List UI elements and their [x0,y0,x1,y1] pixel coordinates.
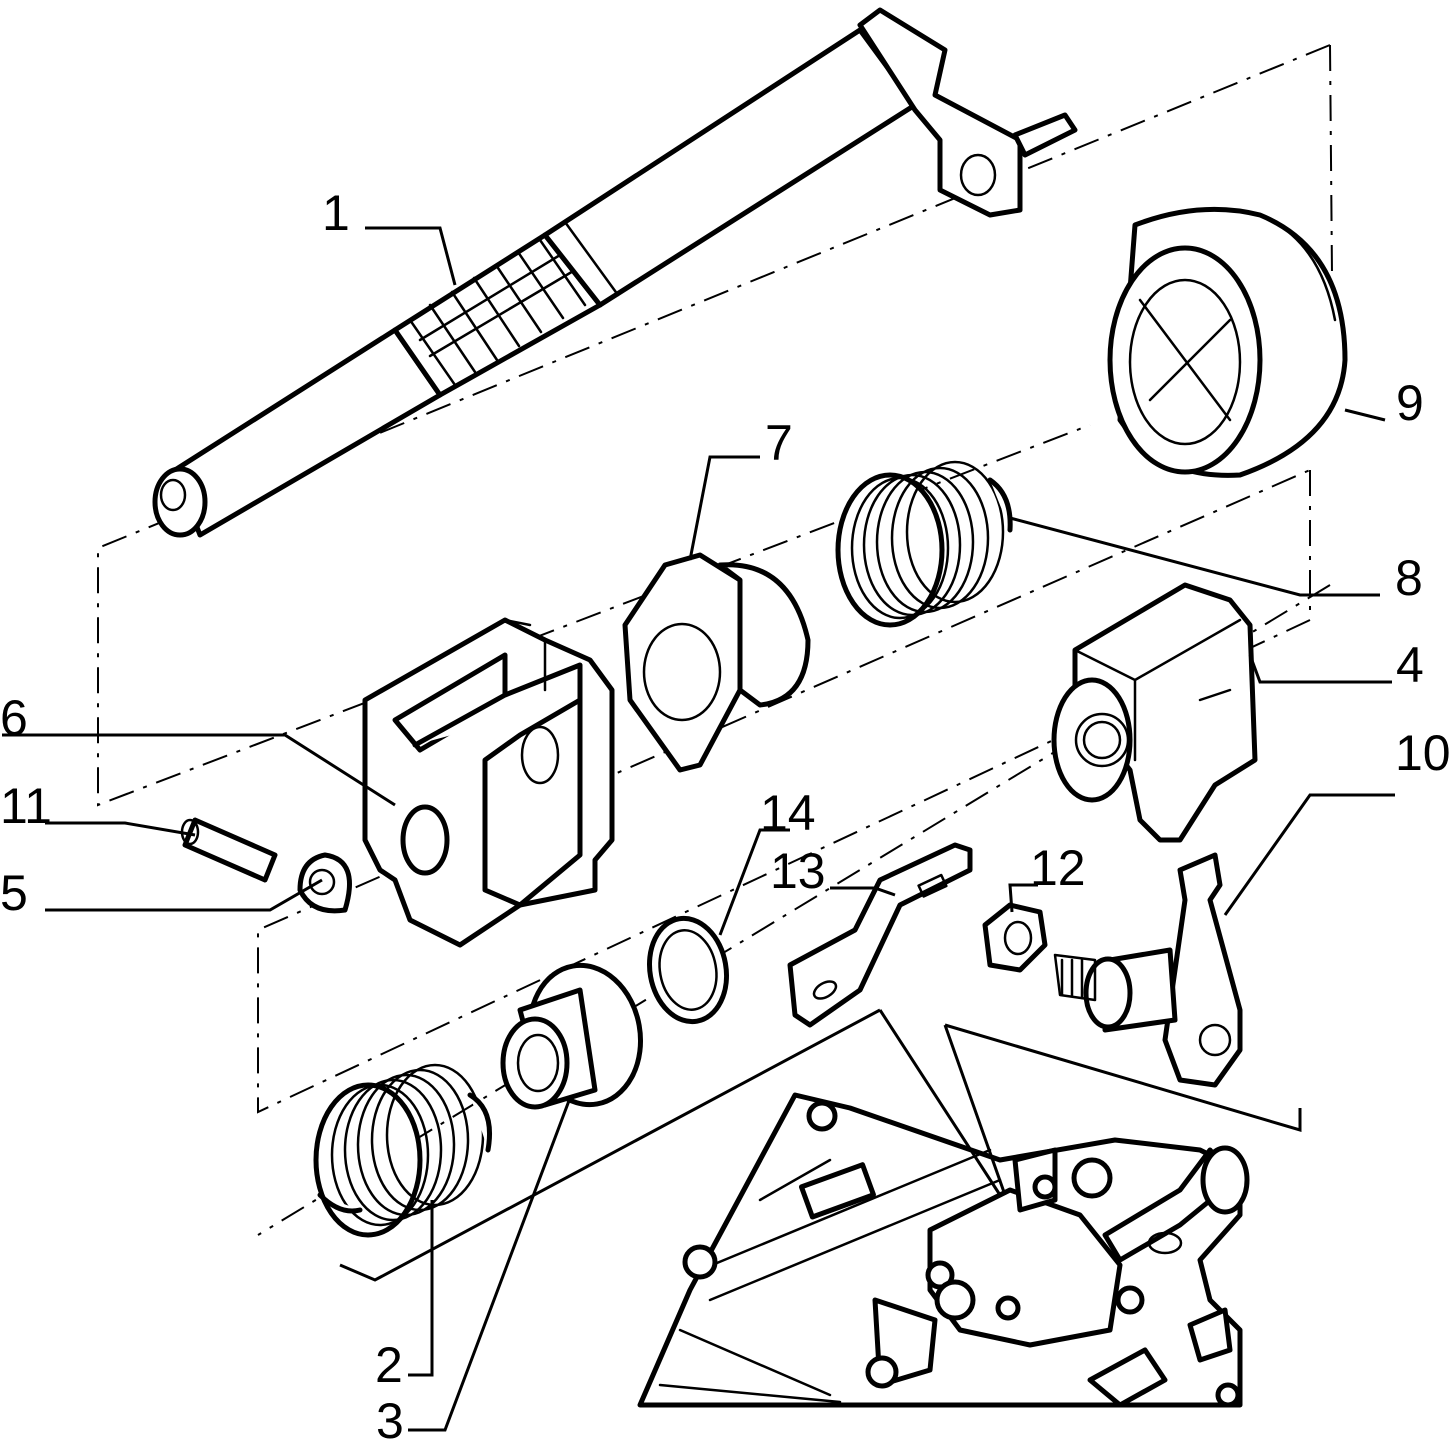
assembly-outline-upper [97,44,1333,807]
leader-8 [1009,516,1380,597]
callout-13: 13 [770,843,826,899]
leader-14 [718,828,790,936]
callout-4: 4 [1396,637,1424,693]
callout-10: 10 [1395,725,1451,781]
assembly-outline-lower [257,469,1311,1114]
selector-block-part [1051,582,1258,843]
callout-7: 7 [765,415,793,471]
flanged-bushing-part [500,962,644,1110]
callout-2: 2 [375,1337,403,1393]
pin-part [180,817,278,883]
link-plate-part [787,842,973,1028]
callout-14: 14 [760,785,816,841]
leader-lines [2,226,1395,1432]
callout-9: 9 [1396,375,1424,431]
leader-9 [1344,408,1386,422]
callout-6: 6 [0,690,28,746]
leader-11 [45,821,196,837]
bushing-plate-part [622,552,811,773]
circlip-part [297,852,352,914]
callout-11: 11 [0,778,52,834]
leader-3 [408,1097,572,1432]
coil-spring-upper-part [835,460,1013,628]
leader-1 [365,226,457,286]
leader-2 [408,1200,434,1377]
callout-12: 12 [1030,840,1086,896]
leader-4 [1248,654,1392,684]
gearbox-housing [339,1008,1302,1408]
leader-10 [1223,793,1395,916]
leader-13 [830,886,896,897]
leader-6 [2,733,396,807]
leader-7 [688,455,760,561]
callout-8: 8 [1395,550,1423,606]
lever-part [1053,852,1243,1088]
callout-5: 5 [0,865,28,921]
callout-labels: 1 2 3 4 5 6 7 8 9 10 11 12 13 14 [0,185,1451,1440]
callout-1: 1 [322,185,350,241]
callout-3: 3 [376,1393,404,1440]
gear-shaft-part [152,7,1078,538]
bearing-cap-part [1107,206,1348,478]
o-ring-part [647,915,729,1025]
selector-frame-part [362,617,615,948]
leader-5 [45,878,323,912]
leader-12 [1008,883,1038,913]
nut-part [982,902,1048,973]
coil-spring-lower-part [313,1063,493,1238]
